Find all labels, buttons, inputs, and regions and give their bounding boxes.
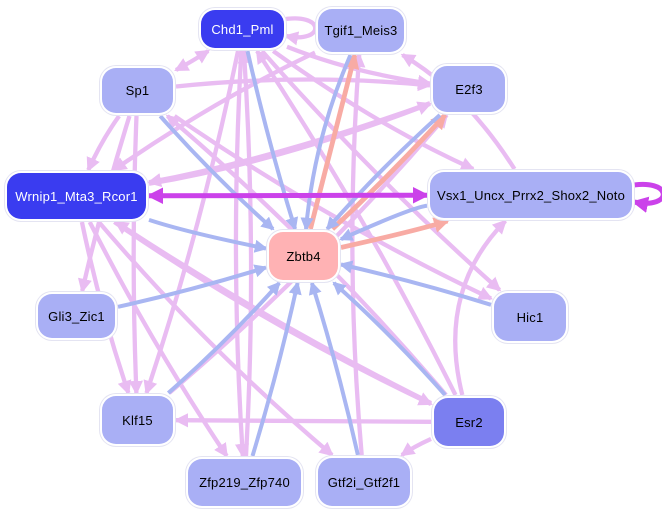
node-label: Tgif1_Meis3 <box>324 23 398 38</box>
edge-wrnip1-zbtb4 <box>148 218 268 253</box>
edge-sp1-zbtb4 <box>158 114 275 231</box>
self-loop-chd1_pml <box>279 16 318 46</box>
edge-esr2-gtf2i <box>400 436 432 457</box>
node-label: Chd1_Pml <box>211 21 274 37</box>
node-gli3[interactable]: Gli3_Zic1 <box>38 294 115 338</box>
edge-zfp219-chd1_pml <box>237 48 254 457</box>
edge-esr2-wrnip1 <box>114 220 432 406</box>
edge-vsx1-zbtb4 <box>339 203 428 242</box>
node-klf15[interactable]: Klf15 <box>102 396 173 444</box>
node-label: Zbtb4 <box>286 248 321 264</box>
edge-chd1_pml-zbtb4 <box>245 50 299 231</box>
node-wrnip1[interactable]: Wrnip1_Mta3_Rcor1 <box>7 173 146 219</box>
node-label: Vsx1_Uncx_Prrx2_Shox2_Noto <box>436 187 626 203</box>
edge-esr2-klf15 <box>173 413 432 428</box>
edge-tgif1_meis3-zbtb4 <box>300 54 353 231</box>
edge-zbtb4-e2f3 <box>330 113 447 231</box>
edge-esr2-vsx1 <box>453 219 507 396</box>
node-chd1-pml[interactable]: Chd1_Pml <box>201 10 284 48</box>
edge-zbtb4-tgif1_meis3 <box>308 52 360 230</box>
edge-sp1-wrnip1 <box>86 114 121 172</box>
edge-wrnip1-vsx1 <box>146 186 430 205</box>
edge-esr2-zbtb4 <box>332 281 447 397</box>
edge-zbtb4-vsx1 <box>340 217 450 250</box>
node-label: Wrnip1_Mta3_Rcor1 <box>15 188 138 204</box>
edge-gtf2i-tgif1_meis3 <box>350 52 366 456</box>
edge-esr2-chd1_pml <box>255 49 458 396</box>
edge-wrnip1-gtf2i <box>97 220 334 457</box>
edge-wrnip1-zfp219 <box>87 221 229 458</box>
edge-chd1_pml-zfp219 <box>233 50 250 459</box>
edge-gtf2i-zbtb4 <box>308 281 360 456</box>
node-sp1[interactable]: Sp1 <box>102 68 173 113</box>
edge-hic1-zbtb4 <box>339 260 492 307</box>
self-loop-vsx1 <box>627 182 662 213</box>
node-tgif1-meis3[interactable]: Tgif1_Meis3 <box>318 9 404 52</box>
node-gtf2i[interactable]: Gtf2i_Gtf2f1 <box>318 458 410 506</box>
node-label: Klf15 <box>122 412 153 428</box>
node-label: Hic1 <box>516 309 544 325</box>
node-label: Sp1 <box>125 83 150 98</box>
node-zbtb4[interactable]: Zbtb4 <box>269 232 338 280</box>
node-vsx1[interactable]: Vsx1_Uncx_Prrx2_Shox2_Noto <box>430 172 632 218</box>
node-label: Gtf2i_Gtf2f1 <box>327 474 401 490</box>
edge-sp1-e2f3 <box>175 77 433 92</box>
edge-klf15-zbtb4 <box>166 281 281 395</box>
edge-zfp219-zbtb4 <box>250 281 302 457</box>
edge-sp1-klf15 <box>128 115 144 396</box>
node-label: Zfp219_Zfp740 <box>199 475 290 490</box>
node-zfp219[interactable]: Zfp219_Zfp740 <box>188 459 301 506</box>
node-label: Gli3_Zic1 <box>48 308 105 324</box>
node-label: E2f3 <box>455 81 483 97</box>
node-label: Esr2 <box>455 414 483 430</box>
node-e2f3[interactable]: E2f3 <box>433 66 505 112</box>
edge-gli3-zbtb4 <box>117 264 268 309</box>
edge-sp1-hic1 <box>173 114 493 301</box>
edge-e2f3-zbtb4 <box>325 113 442 231</box>
edge-chd1_pml-vsx1 <box>271 49 476 171</box>
edge-sp1-chd1_pml <box>174 49 210 72</box>
edge-chd1_pml-hic1 <box>260 49 502 292</box>
edge-tgif1_meis3-wrnip1 <box>112 50 316 172</box>
node-hic1[interactable]: Hic1 <box>494 293 566 341</box>
node-esr2[interactable]: Esr2 <box>434 398 504 446</box>
edge-e2f3-wrnip1 <box>146 101 431 188</box>
